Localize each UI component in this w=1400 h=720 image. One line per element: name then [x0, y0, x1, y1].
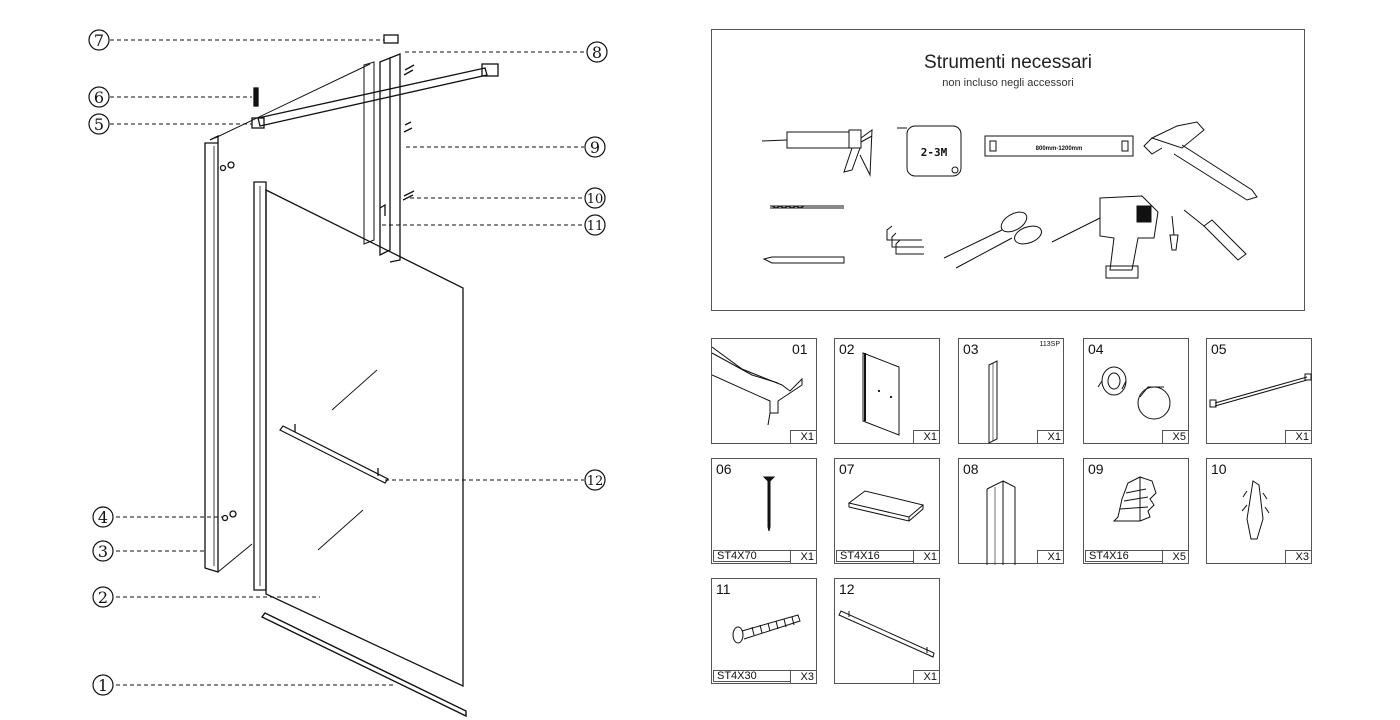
callout-3: 3 [98, 542, 108, 561]
tape-measure-icon: 2-3M [897, 125, 962, 177]
hex-keys-icon [886, 225, 924, 255]
callout-1: 1 [98, 676, 108, 695]
bottom-seal [260, 612, 467, 718]
part-card-11: 11 ST4X30 X3 [711, 578, 817, 684]
spirit-level-label: 800mm-1200mm [1036, 146, 1083, 152]
part-spec: ST4X16 [1085, 550, 1163, 562]
bottom-seal-part-icon [712, 346, 803, 426]
part-number: 04 [1088, 341, 1104, 357]
part-card-08: 08 X1 [958, 458, 1064, 565]
part-quantity: X5 [1162, 430, 1188, 443]
part-card-06: 06 ST4X70 X1 [711, 458, 817, 564]
callout-6: 6 [94, 88, 104, 107]
part-number: 03 [963, 341, 979, 357]
part-card-01: 01 X1 [711, 338, 817, 444]
part-card-10: 10 X3 [1206, 458, 1312, 564]
callout-8: 8 [592, 43, 602, 62]
part-card-05: 05 X1 [1206, 338, 1312, 444]
screwdriver-icon [1169, 209, 1247, 261]
callout-5: 5 [94, 115, 104, 134]
part-quantity: X1 [790, 550, 816, 563]
wall-plug-part-icon [1241, 480, 1270, 540]
part-card-02: 02 X1 [834, 338, 940, 444]
part-number: 06 [716, 461, 732, 477]
callout-10: 10 [587, 192, 604, 207]
part-quantity: X1 [1037, 550, 1063, 563]
part-number: 09 [1088, 461, 1104, 477]
towel-bar [279, 425, 389, 484]
callout-12: 12 [587, 474, 604, 489]
screw-part-icon [732, 614, 801, 644]
part-quantity: X1 [1037, 430, 1063, 443]
callout-4: 4 [98, 508, 108, 527]
panel-edge-profile [253, 181, 267, 591]
part-number: 10 [1211, 461, 1227, 477]
drill-bit-icon [770, 205, 844, 209]
part-quantity: X3 [1285, 550, 1311, 563]
stabilizer-bar-part-icon [1209, 373, 1312, 408]
part-spec: ST4X70 [713, 550, 791, 562]
pencil-icon [762, 256, 845, 264]
cap-part-icon [1097, 366, 1171, 420]
part-quantity: X3 [790, 670, 816, 683]
part-card-09: 09 ST4X16 X5 [1083, 458, 1189, 564]
callout-11: 11 [587, 219, 604, 234]
towel-bar-part-icon [838, 610, 935, 658]
required-tools-panel: Strumenti necessari non incluso negli ac… [711, 29, 1305, 311]
part-number: 05 [1211, 341, 1227, 357]
callout-7: 7 [94, 31, 104, 50]
part-card-04: 04 X5 [1083, 338, 1189, 444]
part-quantity: X1 [913, 670, 939, 683]
part-number: 07 [839, 461, 855, 477]
rear-upright [379, 57, 391, 257]
part-note: 113SP [1039, 341, 1061, 348]
scissors-icon [943, 211, 1042, 269]
part-number: 02 [839, 341, 855, 357]
part-quantity: X1 [1285, 430, 1311, 443]
part-spec: ST4X30 [713, 670, 791, 682]
part-quantity: X1 [790, 430, 816, 443]
wall-profile-part-icon [988, 360, 998, 444]
tape-measure-label: 2-3M [921, 146, 948, 159]
anchor-plug-part-icon [1112, 476, 1157, 522]
hammer-icon [1143, 121, 1258, 201]
part-number: 08 [963, 461, 979, 477]
part-number: 11 [716, 581, 731, 597]
spirit-level-icon: 800mm-1200mm [984, 135, 1134, 157]
clip-part-icon [847, 490, 925, 522]
part-quantity: X1 [913, 550, 939, 563]
stabilizer-bar [257, 67, 488, 127]
part-card-07: 07 ST4X16 X1 [834, 458, 940, 564]
exploded-assembly-diagram: 7 8 6 5 9 10 11 12 4 3 2 1 [88, 29, 608, 718]
part-quantity: X5 [1162, 550, 1188, 563]
part-card-12: 12 X1 [834, 578, 940, 684]
part-number: 12 [839, 581, 855, 597]
callout-9: 9 [590, 138, 600, 157]
long-screw-part-icon [762, 476, 776, 532]
power-drill-icon [1051, 195, 1159, 279]
rear-profile-part-icon [986, 480, 1016, 565]
part-card-03: 03 113SP X1 [958, 338, 1064, 444]
part-number: 01 [792, 341, 808, 357]
tools-subtitle: non incluso negli accessori [942, 77, 1074, 89]
tools-title: Strumenti necessari [924, 52, 1092, 73]
glass-panel-part-icon [862, 352, 900, 436]
wall-profile [204, 142, 219, 573]
part-quantity: X1 [913, 430, 939, 443]
caulking-gun-icon [761, 128, 873, 177]
part-spec: ST4X16 [836, 550, 914, 562]
callout-2: 2 [98, 588, 108, 607]
